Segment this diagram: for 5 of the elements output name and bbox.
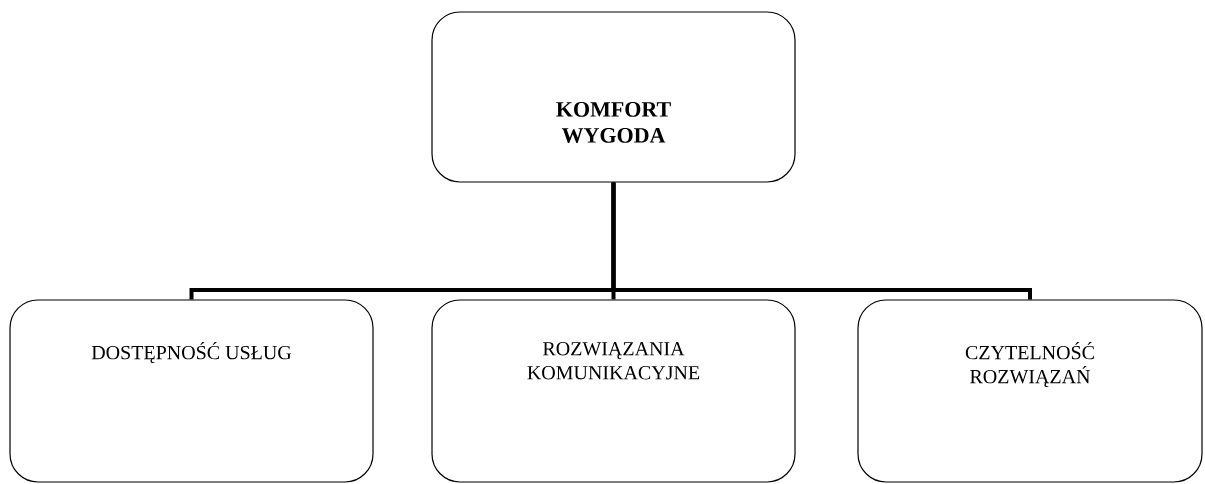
rounded-box: KOMFORT WYGODA <box>431 11 796 183</box>
rounded-box: DOSTĘPNOŚĆ USŁUG <box>9 299 374 483</box>
rounded-box: CZYTELNOŚĆ ROZWIĄZAŃ <box>857 299 1203 483</box>
connector-line <box>611 182 1032 300</box>
rounded-box: ROZWIĄZANIA KOMUNIKACYJNE <box>431 299 796 483</box>
